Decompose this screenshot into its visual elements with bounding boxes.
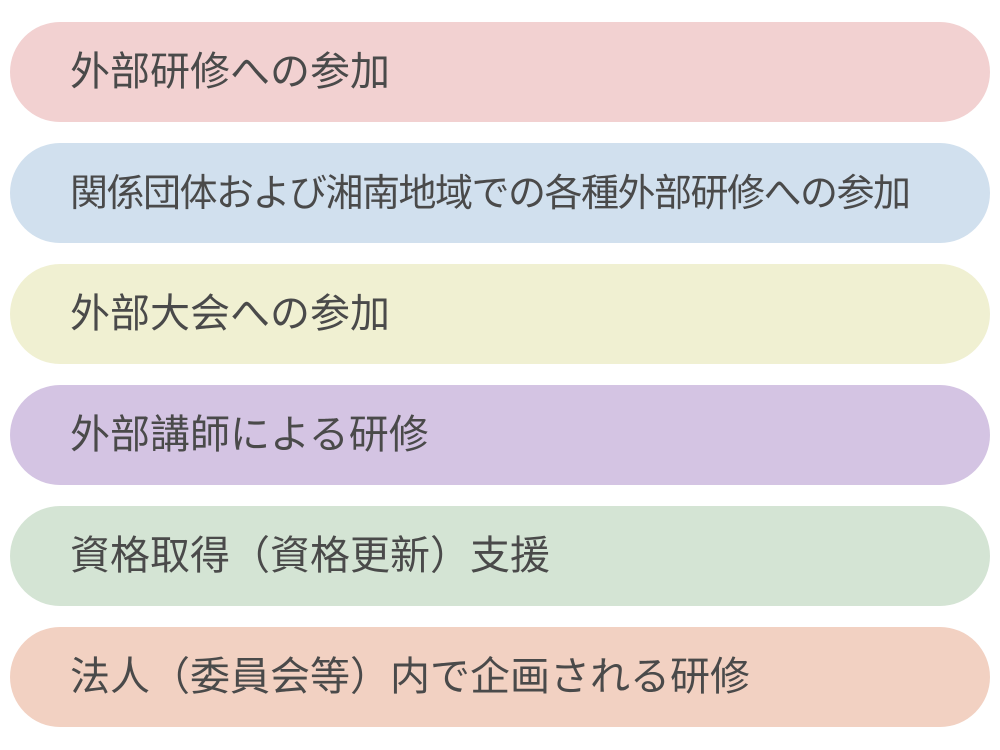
training-item-related-organizations: 関係団体および湘南地域での各種外部研修への参加	[10, 143, 990, 243]
training-item-label: 外部研修への参加	[70, 49, 390, 95]
training-item-label: 法人（委員会等）内で企画される研修	[70, 654, 750, 700]
training-item-label: 外部講師による研修	[70, 412, 429, 458]
training-item-internal-training: 法人（委員会等）内で企画される研修	[10, 627, 990, 727]
training-item-certification-support: 資格取得（資格更新）支援	[10, 506, 990, 606]
training-item-external-training: 外部研修への参加	[10, 22, 990, 122]
training-item-label: 関係団体および湘南地域での各種外部研修への参加	[70, 171, 911, 215]
training-list: 外部研修への参加 関係団体および湘南地域での各種外部研修への参加 外部大会への参…	[10, 22, 990, 727]
training-item-label: 外部大会への参加	[70, 291, 390, 337]
training-item-label: 資格取得（資格更新）支援	[70, 533, 550, 579]
training-item-external-lecturer: 外部講師による研修	[10, 385, 990, 485]
training-item-external-conference: 外部大会への参加	[10, 264, 990, 364]
